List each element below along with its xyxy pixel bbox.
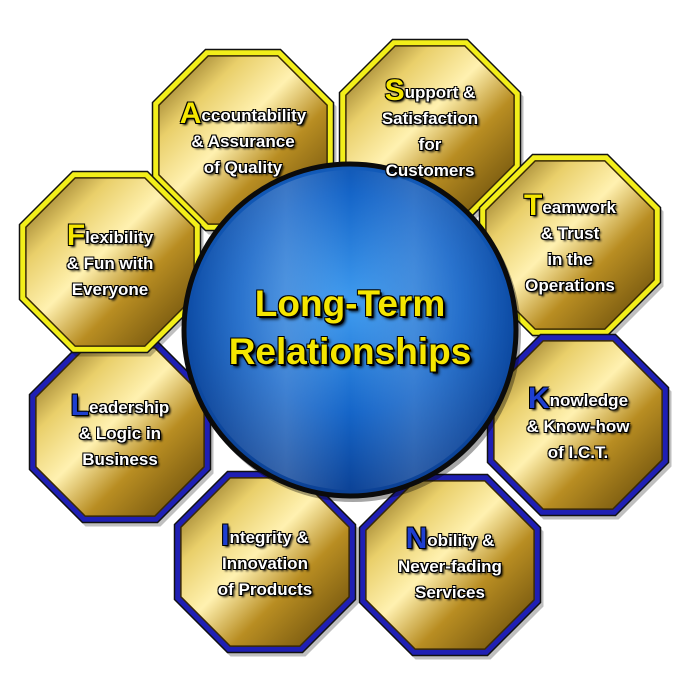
- petal-label-rest: lexibility: [85, 228, 154, 247]
- petal-initial: I: [221, 519, 230, 552]
- petal-label-accountability: Accountability & Assurance of Quality: [163, 99, 323, 181]
- petal-label-line: & Assurance: [191, 132, 295, 151]
- petal-label-integrity: Integrity & Innovation of Products: [185, 521, 345, 603]
- petal-label-rest: eadership: [89, 398, 170, 417]
- petal-label-line: & Know-how: [526, 417, 630, 436]
- petal-label-first-line: Accountability: [163, 99, 323, 129]
- petal-initial: F: [66, 219, 86, 252]
- center-title: Long-Term Relationships: [185, 280, 515, 376]
- petal-label-rest: eamwork: [542, 198, 617, 217]
- petal-label-first-line: Nobility &: [370, 524, 530, 554]
- petal-leadership: [28, 340, 214, 527]
- petal-initial: T: [523, 189, 543, 222]
- petal-initial: N: [405, 522, 428, 555]
- petal-label-first-line: Integrity &: [185, 521, 345, 551]
- petal-initial: S: [384, 74, 405, 107]
- center-title-line-1: Long-Term: [254, 283, 446, 324]
- petal-knowledge: [486, 333, 672, 520]
- petal-label-rest: ntegrity &: [229, 528, 309, 547]
- petal-label-line: Innovation: [222, 554, 308, 573]
- petal-label-line: & Trust: [540, 224, 600, 243]
- petal-label-line: Satisfaction: [381, 109, 479, 128]
- petal-label-first-line: Knowledge: [498, 384, 658, 414]
- petal-initial: A: [179, 97, 202, 130]
- petal-flexibility: [18, 170, 204, 357]
- petal-label-line: for: [418, 135, 442, 154]
- petal-initial: L: [70, 389, 89, 422]
- petal-label-leadership: Leadership & Logic in Business: [40, 391, 200, 473]
- petal-initial: K: [527, 382, 550, 415]
- petal-label-line: of I.C.T.: [547, 443, 609, 462]
- center-hub: [181, 161, 521, 502]
- petal-teamwork: [478, 153, 664, 340]
- petal-label-line: Customers: [385, 161, 475, 180]
- petal-label-line: of Quality: [203, 158, 283, 177]
- petal-label-line: Business: [82, 450, 158, 469]
- petal-label-first-line: Support &: [350, 76, 510, 106]
- petal-label-rest: nowledge: [549, 391, 629, 410]
- petal-label-line: & Logic in: [78, 424, 162, 443]
- petal-label-line: of Products: [217, 580, 313, 599]
- petal-label-line: in the: [547, 250, 593, 269]
- petal-label-rest: upport &: [404, 83, 476, 102]
- petal-label-first-line: Leadership: [40, 391, 200, 421]
- petal-label-rest: obility &: [427, 531, 495, 550]
- petal-label-rest: ccountability: [201, 106, 307, 125]
- petal-label-first-line: Teamwork: [490, 191, 650, 221]
- center-title-line-2: Relationships: [228, 331, 472, 372]
- petal-label-line: Operations: [525, 276, 615, 295]
- petal-label-line: Never-fading: [398, 557, 502, 576]
- petal-label-line: Services: [415, 583, 485, 602]
- petal-label-line: & Fun with: [66, 254, 154, 273]
- petal-label-first-line: Flexibility: [30, 221, 190, 251]
- petal-label-line: Everyone: [71, 280, 149, 299]
- petal-nobility: [358, 473, 544, 660]
- petal-label-knowledge: Knowledge & Know-how of I.C.T.: [498, 384, 658, 466]
- petal-integrity: [173, 470, 359, 657]
